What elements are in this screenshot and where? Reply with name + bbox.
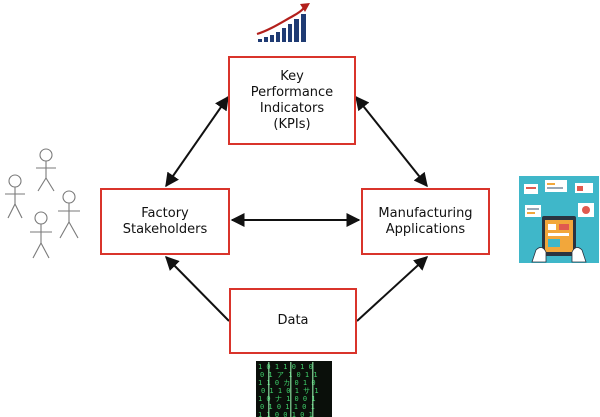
kpi-label: Key Performance Indicators (KPIs) (250, 68, 334, 132)
manufacturing-applications-box: Manufacturing Applications (361, 188, 490, 255)
data-box: Data (229, 288, 357, 354)
data-label: Data (277, 313, 309, 328)
arrow-data-applications (356, 256, 429, 322)
manufacturing-applications-label: Manufacturing Applications (378, 205, 473, 237)
factory-stakeholders-label: Factory Stakeholders (122, 205, 208, 237)
arrow-data-stakeholders (165, 256, 230, 322)
arrow-stakeholders-kpi (165, 95, 229, 188)
factory-stakeholders-box: Factory Stakeholders (100, 188, 230, 255)
kpi-box: Key Performance Indicators (KPIs) (228, 56, 356, 145)
arrow-kpi-applications (355, 95, 428, 188)
